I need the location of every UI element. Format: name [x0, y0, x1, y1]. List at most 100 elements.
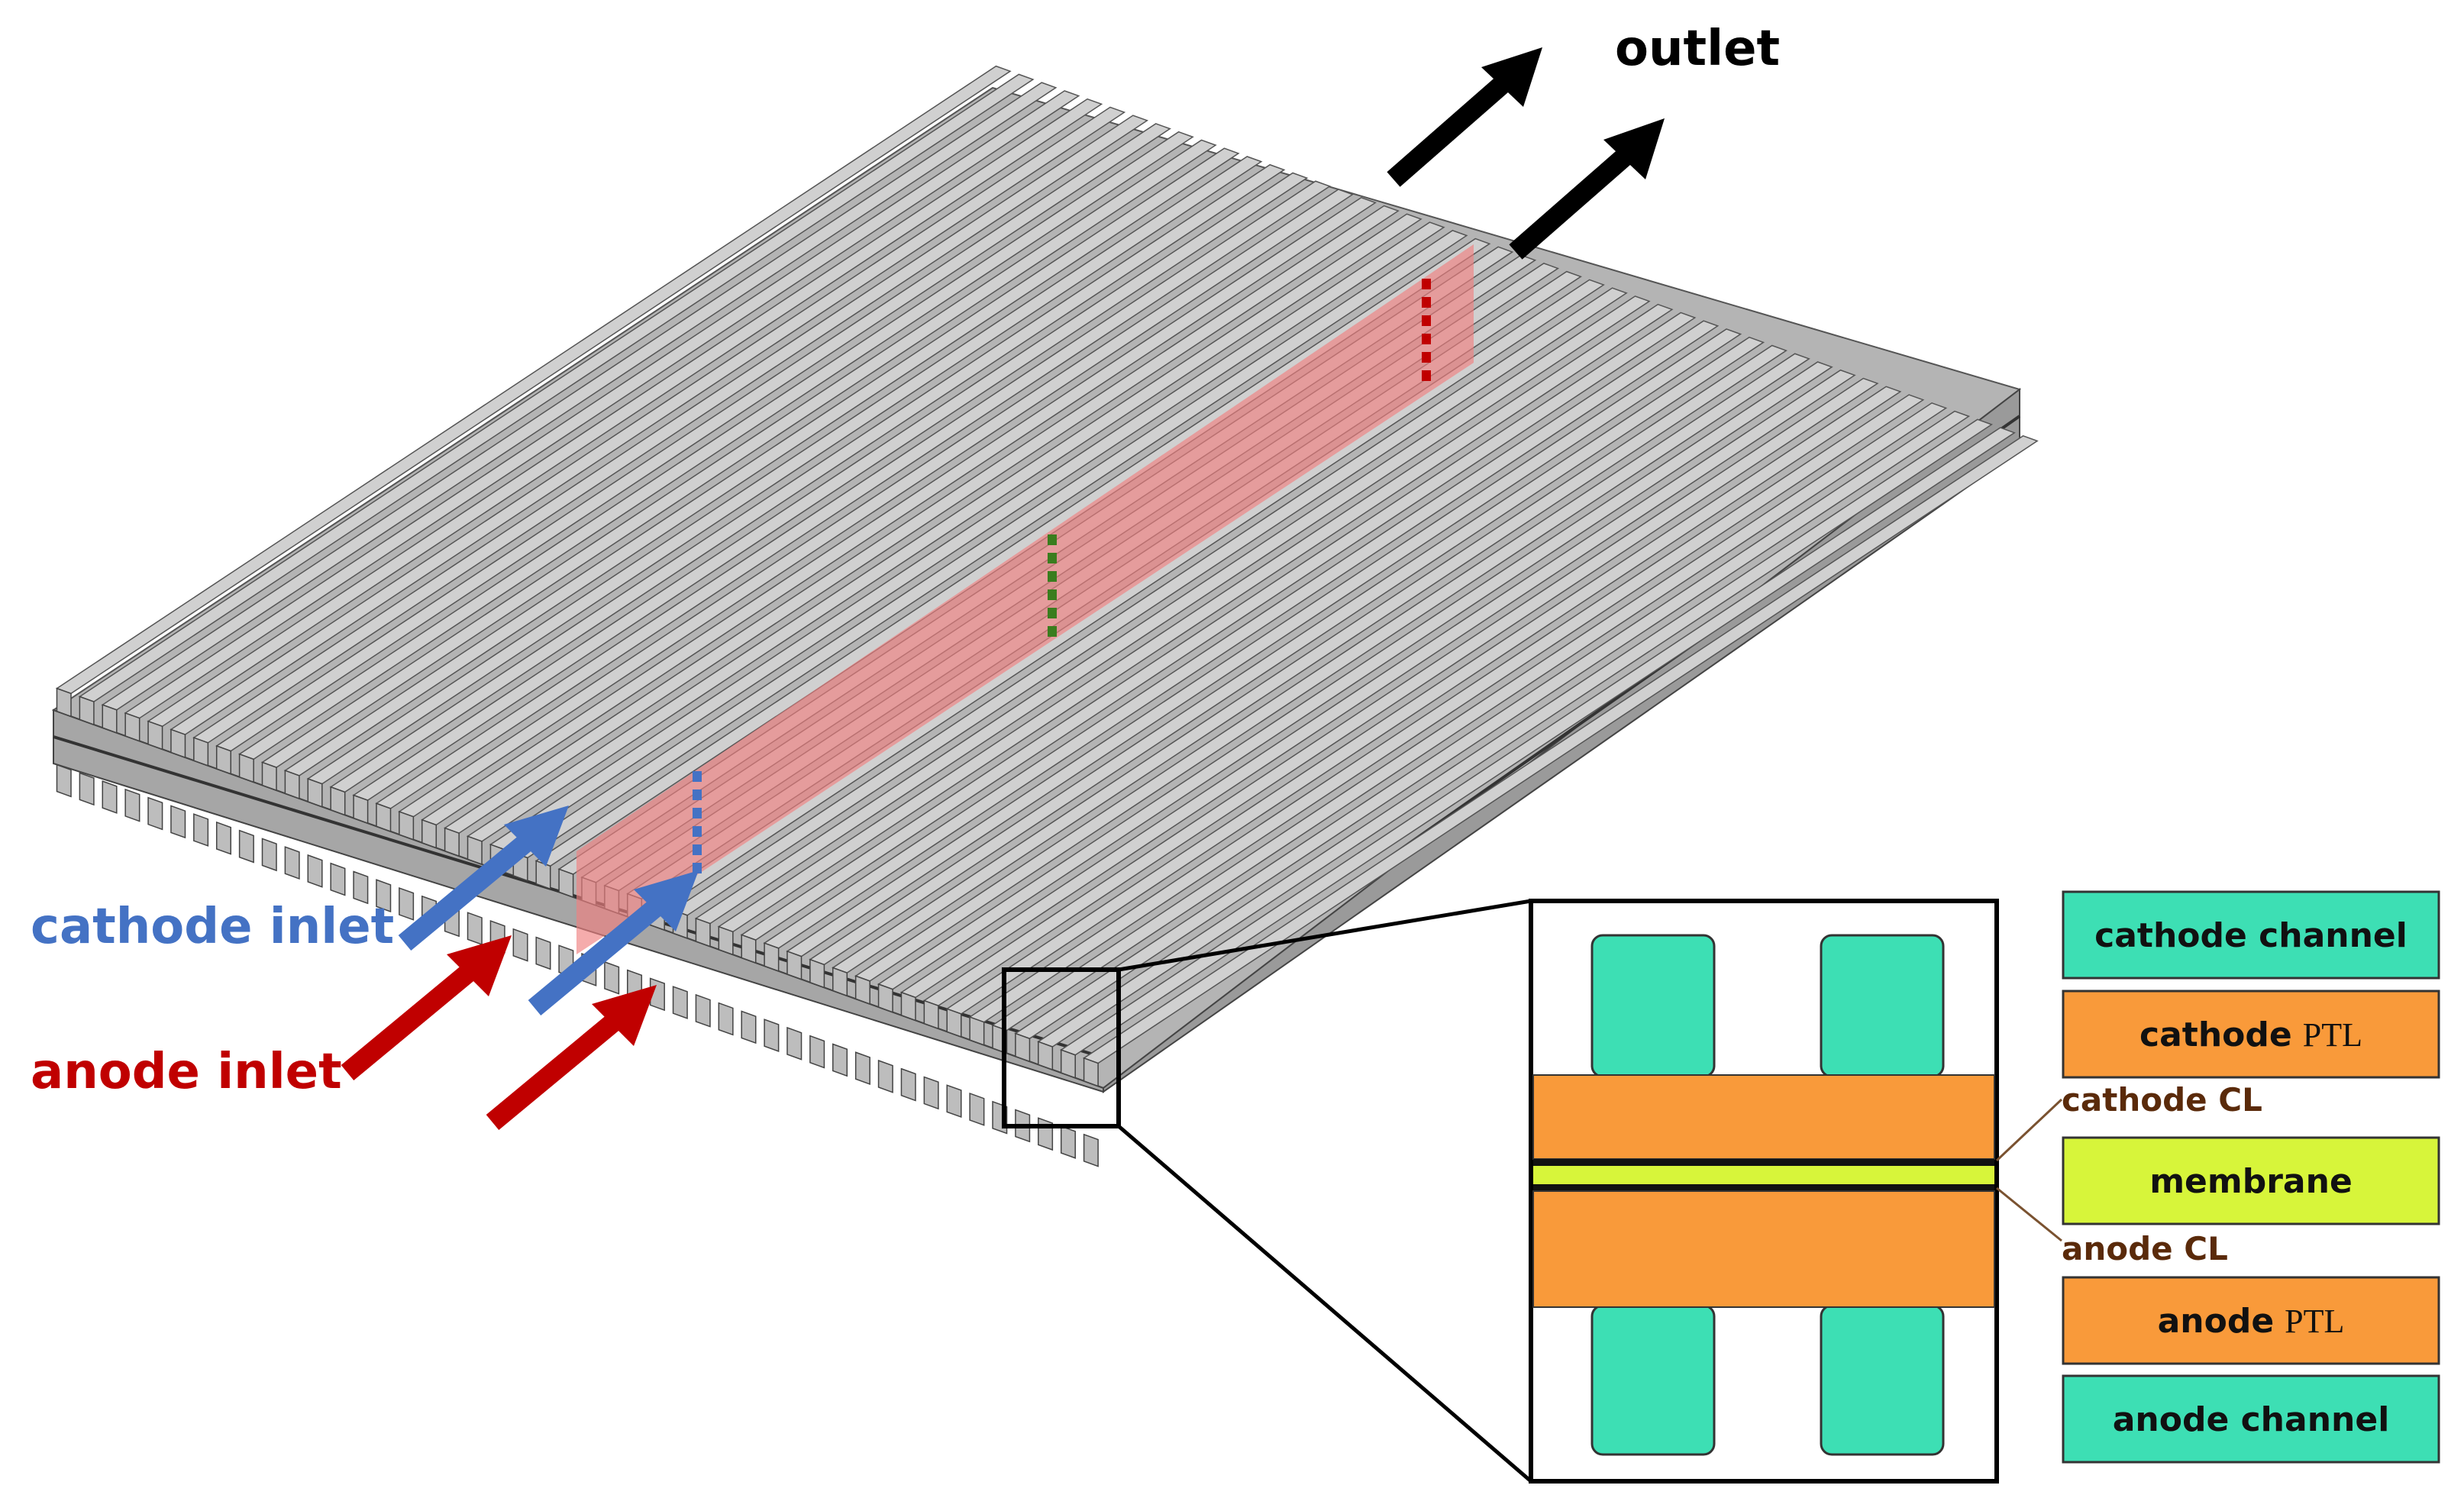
channel-rib-cap	[786, 950, 802, 980]
anode-cl-pointer	[1996, 1187, 2062, 1242]
bottom-channel-rib	[238, 829, 254, 864]
channel-rib-cap	[1038, 1041, 1054, 1071]
bottom-channel-rib	[900, 1067, 916, 1102]
arrow-up-right-icon	[1509, 137, 1645, 260]
bottom-channel-rib	[399, 886, 415, 921]
channel-rib-cap	[307, 777, 323, 808]
legend-cathode-channel-label: cathode channel	[2094, 916, 2407, 955]
cathode-cl-layer	[1533, 1159, 1994, 1166]
arrow-up-right-icon	[1481, 47, 1542, 107]
channel-rib-cap	[193, 737, 209, 767]
anode-channel-left	[1590, 1304, 1716, 1456]
channel-rib-cap	[238, 753, 254, 783]
channel-rib-cap	[809, 958, 825, 989]
bottom-channel-rib	[147, 796, 163, 831]
cross-section-zoom	[1529, 899, 1999, 1484]
channel-rib-cap	[399, 810, 415, 841]
anode-ptl-layer	[1532, 1190, 1995, 1308]
bottom-channel-rib	[1060, 1125, 1076, 1159]
legend-anode-cl-label: anode CL	[2062, 1230, 2228, 1267]
bottom-channel-rib	[215, 821, 232, 855]
legend-membrane-swatch	[2062, 1136, 2440, 1225]
legend-anode-ptl-main: anode	[2158, 1302, 2275, 1341]
arrow-up-right-icon	[592, 985, 657, 1046]
bottom-channel-rib	[946, 1084, 962, 1119]
bottom-channel-rib	[535, 936, 551, 970]
channel-rib-cap	[900, 991, 916, 1022]
arrow-up-right-icon	[486, 1003, 633, 1131]
zoom-source-box	[1002, 967, 1121, 1128]
arrow-up-right-icon	[341, 954, 488, 1081]
outlet-arrows	[1387, 47, 1665, 260]
bottom-channel-rib	[102, 780, 118, 814]
arrow-up-right-icon	[398, 824, 545, 951]
arrow-up-right-icon	[447, 935, 512, 996]
arrow-up-right-icon	[1603, 118, 1665, 179]
cathode-inlet-arrows	[398, 806, 699, 1016]
channel-rib-cap	[467, 835, 483, 866]
bottom-channel-rib	[786, 1026, 802, 1061]
bottom-channel-rib	[672, 986, 688, 1019]
channel-rib-cap	[376, 802, 392, 833]
channel-rib-cap	[558, 868, 574, 899]
bottom-channel-rib	[467, 912, 483, 946]
bottom-channel-rib	[1038, 1117, 1054, 1151]
legend-anode-ptl-suffix: PTL	[2285, 1303, 2344, 1340]
arrow-up-right-icon	[528, 889, 675, 1016]
channel-rib-cap	[832, 967, 848, 997]
legend-cathode-ptl-suffix: PTL	[2303, 1016, 2362, 1054]
bottom-channel-rib	[969, 1092, 985, 1126]
bottom-channel-rib	[718, 1002, 734, 1036]
bottom-channel-rib	[124, 788, 140, 822]
anode-cl-layer	[1533, 1184, 1994, 1191]
channel-rib-cap	[1060, 1049, 1076, 1079]
bottom-channel-rib	[261, 838, 277, 872]
bottom-channel-rib	[284, 846, 300, 880]
bottom-channel-rib	[764, 1019, 780, 1052]
channel-rib-cap	[284, 770, 300, 799]
channel-rib-cap	[923, 999, 939, 1030]
channel-rib-cap	[79, 696, 95, 726]
channel-rib-cap	[764, 942, 780, 972]
bottom-channel-ribs	[56, 764, 1099, 1167]
legend-anode-channel-swatch	[2062, 1374, 2440, 1464]
bottom-channel-rib	[604, 961, 620, 995]
channel-rib-cap	[969, 1015, 985, 1046]
cathode-ptl-layer	[1532, 1074, 1995, 1160]
top-channel-ribs	[55, 65, 2039, 1087]
channel-rib-cap	[535, 860, 551, 890]
bottom-channel-rib	[512, 928, 528, 962]
zoom-connector-bottom	[1117, 1125, 1532, 1483]
legend-cathode-cl-label: cathode CL	[2062, 1081, 2262, 1119]
legend-anode-ptl-label: anode PTL	[2158, 1302, 2345, 1341]
cathode-channel-right	[1820, 934, 1945, 1078]
channel-rib-cap	[1083, 1057, 1099, 1087]
legend-anode-ptl-swatch	[2062, 1276, 2440, 1365]
flow-field-plate	[51, 65, 2039, 1167]
channel-rib-cap	[147, 720, 163, 751]
channel-rib-cap	[124, 712, 140, 742]
bottom-channel-rib	[170, 805, 186, 839]
legend-cathode-ptl-main: cathode	[2139, 1015, 2292, 1054]
bottom-channel-rib	[330, 862, 346, 896]
anode-inlet-arrows	[341, 935, 657, 1131]
legend-cathode-ptl-label: cathode PTL	[2139, 1015, 2362, 1054]
channel-rib-cap	[741, 934, 757, 964]
legend-anode-channel-label: anode channel	[2113, 1400, 2390, 1439]
channel-rib-cap	[215, 744, 232, 775]
legend-membrane-label: membrane	[2149, 1162, 2353, 1201]
channel-rib-cap	[695, 917, 711, 948]
legend-cathode-ptl-swatch	[2062, 990, 2440, 1079]
legend-cathode-channel-swatch	[2062, 890, 2440, 980]
arrow-up-right-icon	[1387, 65, 1523, 187]
highlight-slice	[576, 244, 1474, 954]
channel-rib-cap	[353, 794, 369, 825]
bottom-channel-rib	[193, 813, 209, 847]
channel-rib-cap	[946, 1008, 962, 1038]
channel-rib-cap	[854, 975, 870, 1005]
channel-rib-cap	[444, 827, 460, 857]
channel-rib-cap	[170, 728, 186, 759]
bottom-channel-rib	[1083, 1133, 1099, 1167]
